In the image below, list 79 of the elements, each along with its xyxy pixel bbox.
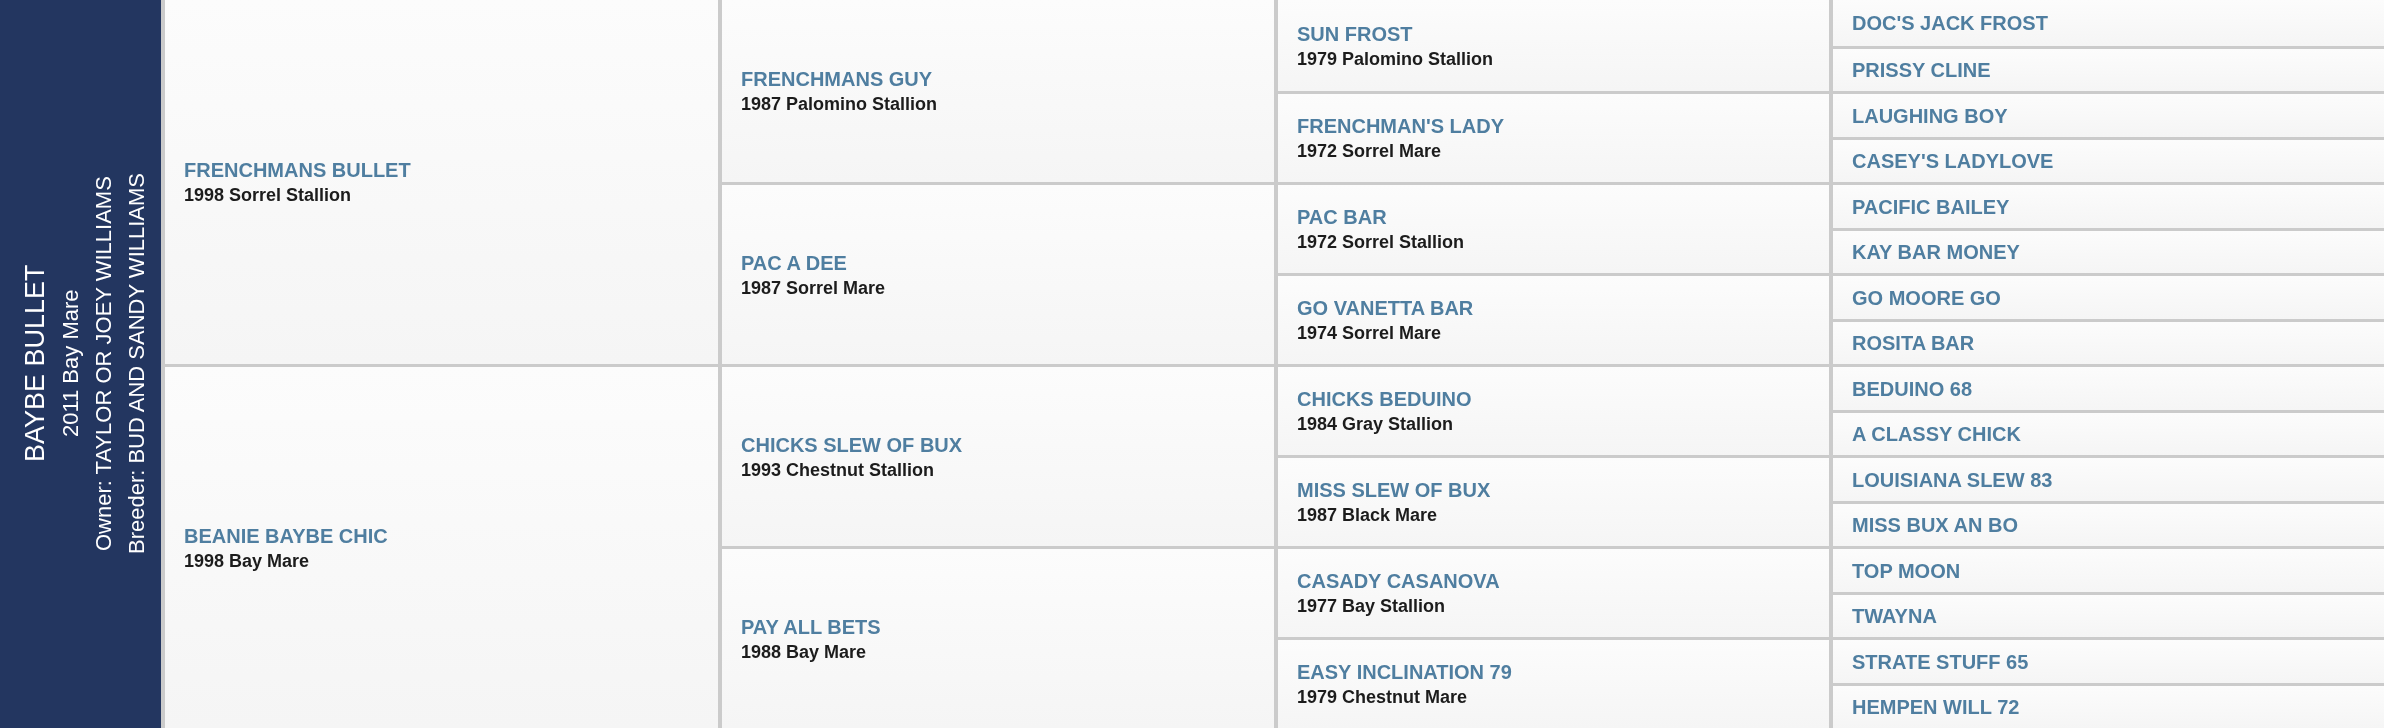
horse-details: 1998 Bay Mare [184, 549, 310, 573]
horse-name: GO VANETTA BAR [1297, 296, 1474, 321]
horse-details: 1987 Sorrel Mare [741, 276, 886, 300]
pedigree-cell [1829, 455, 2384, 501]
horse-details: 1993 Chestnut Stallion [741, 458, 935, 482]
horse-name: PAC A DEE [741, 250, 847, 276]
horse-name: BEANIE BAYBE CHIC [184, 523, 388, 549]
pedigree-cell [1274, 455, 1829, 546]
horse-name: PAC BAR [1297, 205, 1387, 230]
horse-name: CHICKS BEDUINO [1297, 387, 1472, 412]
horse-details: 2011 Bay Mare [56, 290, 84, 438]
horse-name: TWAYNA [1852, 604, 1937, 629]
pedigree-cell [718, 0, 1274, 182]
pedigree-cell [1829, 46, 2384, 91]
horse-name: GO MOORE GO [1852, 285, 2001, 311]
horse-name: EASY INCLINATION 79 [1297, 660, 1512, 685]
horse-name: BAYBE BULLET [18, 265, 51, 463]
pedigree-cell [1829, 410, 2384, 455]
horse-name: BEDUINO 68 [1852, 376, 1973, 402]
horse-details: 1972 Sorrel Mare [1297, 140, 1442, 163]
horse-name: DOC'S JACK FROST [1852, 11, 2048, 36]
pedigree-cell [718, 364, 1274, 546]
pedigree-cell [718, 546, 1274, 728]
pedigree-cell [1829, 364, 2384, 410]
horse-details: 1998 Sorrel Stallion [184, 184, 352, 207]
horse-name: KAY BAR MONEY [1852, 240, 2020, 265]
horse-name: LOUISIANA SLEW 83 [1852, 467, 2053, 493]
subject-panel [0, 0, 161, 728]
horse-name: CASEY'S LADYLOVE [1852, 149, 2054, 174]
pedigree-cell [1829, 137, 2384, 182]
horse-name: LAUGHING BOY [1852, 103, 2008, 129]
horse-details: 1977 Bay Stallion [1297, 595, 1446, 618]
pedigree-cell [1274, 0, 1829, 91]
pedigree-cell [161, 364, 718, 728]
horse-name: CASADY CASANOVA [1297, 569, 1500, 594]
horse-name: PRISSY CLINE [1852, 58, 1991, 83]
horse-name: FRENCHMAN'S LADY [1297, 114, 1504, 139]
horse-details: 1979 Palomino Stallion [1297, 47, 1494, 71]
pedigree-cell [1274, 182, 1829, 273]
horse-name: A CLASSY CHICK [1852, 422, 2021, 447]
pedigree-cell [1829, 0, 2384, 46]
pedigree-cell [1829, 273, 2384, 319]
horse-details: 1987 Palomino Stallion [741, 93, 938, 116]
horse-name: MISS SLEW OF BUX [1297, 478, 1491, 503]
horse-name: MISS BUX AN BO [1852, 513, 2018, 538]
pedigree-cell [1829, 182, 2384, 228]
pedigree-cell [1274, 364, 1829, 455]
pedigree-cell [1829, 683, 2384, 728]
pedigree-cell [1829, 592, 2384, 637]
horse-details: 1979 Chestnut Mare [1297, 686, 1468, 709]
horse-details: 1988 Bay Mare [741, 640, 867, 664]
horse-name: HEMPEN WILL 72 [1852, 695, 2020, 720]
horse-details: 1984 Gray Stallion [1297, 413, 1454, 436]
pedigree-cell [1829, 501, 2384, 546]
pedigree-cell [718, 182, 1274, 364]
pedigree-cell [1274, 637, 1829, 728]
pedigree-cell [1274, 546, 1829, 637]
horse-name: FRENCHMANS GUY [741, 67, 933, 92]
pedigree-cell [1829, 637, 2384, 683]
pedigree-cell [1274, 273, 1829, 364]
horse-name: PACIFIC BAILEY [1852, 194, 2010, 220]
horse-name: PAY ALL BETS [741, 614, 881, 640]
horse-name: TOP MOON [1852, 558, 1961, 584]
owner-text: Owner: TAYLOR OR JOEY WILLIAMS [89, 176, 117, 552]
horse-name: FRENCHMANS BULLET [184, 158, 411, 183]
pedigree-cell [1829, 228, 2384, 273]
horse-name: ROSITA BAR [1852, 331, 1975, 356]
horse-name: SUN FROST [1297, 21, 1413, 47]
horse-details: 1987 Black Mare [1297, 504, 1438, 527]
breeder-text: Breeder: BUD AND SANDY WILLIAMS [122, 173, 150, 555]
horse-details: 1972 Sorrel Stallion [1297, 231, 1465, 254]
pedigree-cell [161, 0, 718, 364]
pedigree-cell [1829, 91, 2384, 137]
horse-name: CHICKS SLEW OF BUX [741, 432, 963, 458]
pedigree-cell [1274, 91, 1829, 182]
horse-details: 1974 Sorrel Mare [1297, 322, 1442, 345]
pedigree-cell [1829, 319, 2384, 364]
pedigree-cell [1829, 546, 2384, 592]
horse-name: STRATE STUFF 65 [1852, 649, 2029, 675]
